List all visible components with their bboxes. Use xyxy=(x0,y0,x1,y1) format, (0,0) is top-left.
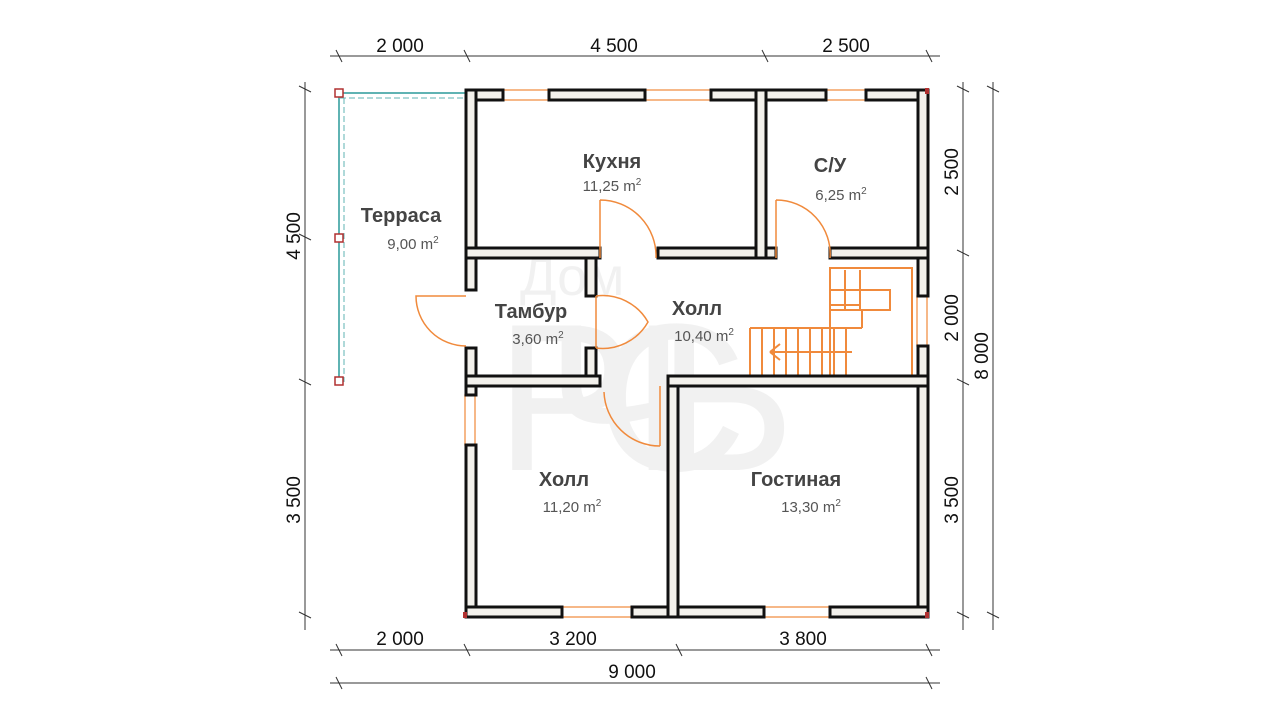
dimension-labels: 2 000 4 500 2 500 2 000 3 200 3 800 9 00… xyxy=(284,36,993,683)
terrace-post-top xyxy=(334,88,344,98)
wall-bottom-1 xyxy=(464,605,564,619)
room-hall-lower-name: Холл xyxy=(539,469,589,491)
wall-hall-divider xyxy=(666,374,680,619)
wall-bath-bottom xyxy=(828,246,930,260)
dim-ticks xyxy=(298,49,1000,690)
terrace-post-bottom xyxy=(334,376,344,386)
terrace-post-mid xyxy=(334,233,344,243)
room-hall-upper-area: 10,40 m2 xyxy=(674,327,734,345)
window-kitchen-2 xyxy=(644,89,712,101)
room-hall-lower-area: 11,20 m2 xyxy=(543,498,602,516)
dim-bottom-1: 2 000 xyxy=(376,629,424,650)
dim-top-2: 4 500 xyxy=(590,36,638,57)
wall-left-mid xyxy=(464,346,478,397)
room-vestibule-name: Тамбур xyxy=(495,301,568,323)
wall-top-3 xyxy=(709,88,828,102)
stair-arrow xyxy=(769,343,852,361)
doors xyxy=(415,199,831,447)
window-kitchen-1 xyxy=(502,89,550,101)
room-terrace-area: 9,00 m2 xyxy=(387,235,439,253)
door-kitchen xyxy=(599,199,657,259)
wall-bath-stub xyxy=(764,246,778,260)
dim-left-2: 3 500 xyxy=(284,476,305,524)
room-living-name: Гостиная xyxy=(751,469,841,491)
walls xyxy=(464,88,930,619)
dim-bottom-3: 3 800 xyxy=(779,629,827,650)
wall-kitchen-bottom-right xyxy=(656,246,768,260)
room-terrace-name: Терраса xyxy=(361,205,442,227)
door-vestibule xyxy=(595,294,649,350)
watermark: Дом РЧСЬ xyxy=(495,247,795,515)
room-labels: Кухня 11,25 m2 С/У 6,25 m2 Терраса 9,00 … xyxy=(361,151,867,516)
room-living-area: 13,30 m2 xyxy=(781,498,841,516)
corner-bl xyxy=(463,612,467,618)
wall-bottom-3 xyxy=(828,605,930,619)
wall-kitchen-bottom xyxy=(464,246,602,260)
door-hall xyxy=(603,386,661,447)
stair-outline-upper xyxy=(829,267,913,377)
window-bath xyxy=(825,89,867,101)
room-bath-name: С/У xyxy=(814,155,847,177)
dim-left-1: 4 500 xyxy=(284,212,305,260)
wall-left-upper xyxy=(464,88,478,292)
terrace xyxy=(334,88,466,386)
dimension-lines xyxy=(298,49,1000,690)
wall-vestibule-bottom xyxy=(464,374,602,388)
watermark-main-text: РЧСЬ xyxy=(495,280,795,515)
room-hall-upper-name: Холл xyxy=(672,298,722,320)
corner-tr xyxy=(925,88,929,94)
wall-bottom-2 xyxy=(630,605,766,619)
window-left-hall xyxy=(464,394,476,446)
door-bath xyxy=(775,199,831,259)
room-vestibule-area: 3,60 m2 xyxy=(512,330,564,348)
dim-right-2: 2 000 xyxy=(942,294,963,342)
wall-kitchen-bath xyxy=(754,88,768,260)
staircase xyxy=(749,267,913,377)
dim-right-1: 2 500 xyxy=(942,148,963,196)
room-kitchen-name: Кухня xyxy=(583,151,641,173)
wall-top-2 xyxy=(547,88,647,102)
dim-bottom-2: 3 200 xyxy=(549,629,597,650)
wall-living-top xyxy=(666,374,930,388)
room-bath-area: 6,25 m2 xyxy=(815,186,867,204)
wall-left-lower xyxy=(464,443,478,619)
corner-br xyxy=(925,612,929,618)
dim-top-3: 2 500 xyxy=(822,36,870,57)
room-kitchen-area: 11,25 m2 xyxy=(583,177,642,195)
wall-right-upper xyxy=(916,88,930,298)
door-entrance xyxy=(415,295,467,347)
dim-top-1: 2 000 xyxy=(376,36,424,57)
dim-right-3: 3 500 xyxy=(942,476,963,524)
window-bottom-living xyxy=(763,606,831,618)
dim-total-height: 8 000 xyxy=(972,332,993,380)
wall-vestibule-right-upper xyxy=(584,256,598,298)
dim-total-width: 9 000 xyxy=(608,662,656,683)
window-right xyxy=(916,295,928,347)
stair-steps-upper xyxy=(749,270,863,377)
stair-landing xyxy=(859,289,891,311)
window-bottom-hall xyxy=(561,606,633,618)
corner-marks xyxy=(463,88,929,618)
